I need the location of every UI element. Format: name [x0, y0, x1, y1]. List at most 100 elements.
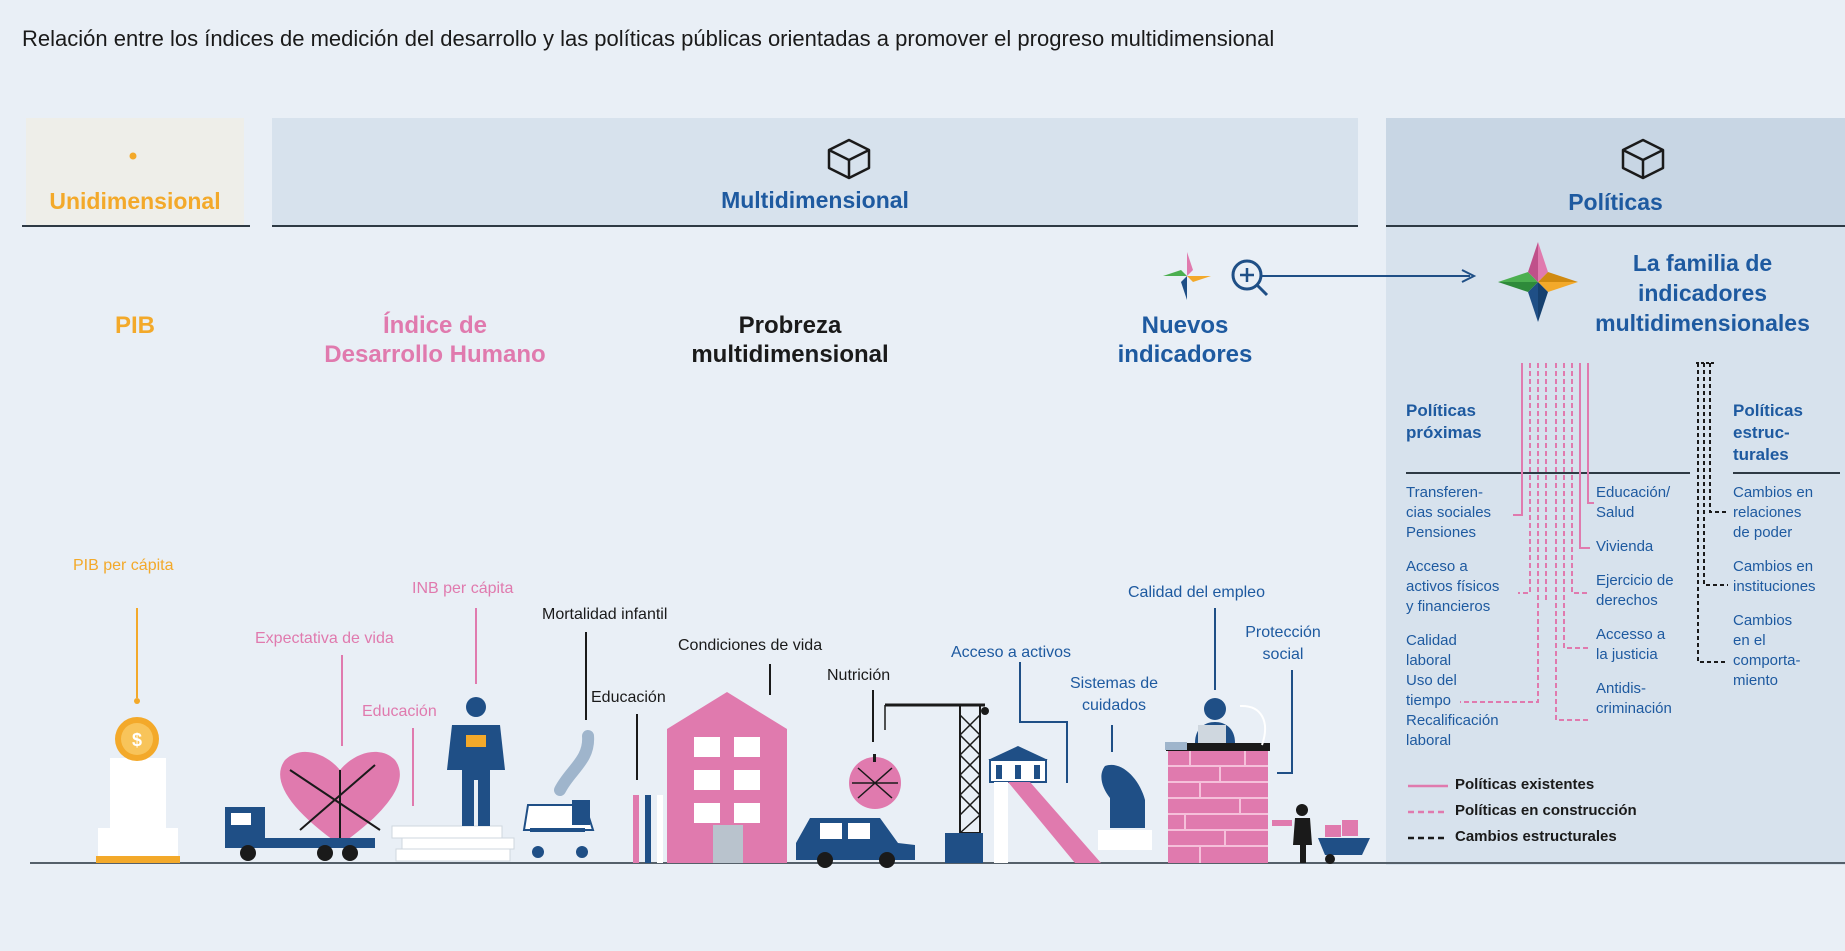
- category-nuevos-line1: Nuevos: [1141, 312, 1229, 339]
- band-rule: [272, 225, 1358, 227]
- hand-icon: [1098, 764, 1152, 850]
- policy-item: Acceso a: [1406, 558, 1468, 575]
- policy-item: Calidad: [1406, 632, 1457, 649]
- category-nuevos: Nuevos indicadores: [1070, 311, 1300, 369]
- familia-line1: La familia de: [1632, 250, 1773, 276]
- policy-item: miento: [1733, 672, 1779, 689]
- heading-proximas-line2: próximas: [1406, 423, 1482, 442]
- pillar-base: [98, 828, 178, 856]
- pointer-dot: [134, 698, 140, 704]
- brick-tower: [1168, 751, 1268, 863]
- label-proteccion-social-line2: social: [1262, 646, 1304, 663]
- worker-icon: [1165, 698, 1270, 751]
- heading-proximas-line1: Políticas: [1406, 401, 1476, 420]
- heading-politicas-proximas: Políticas próximas: [1406, 400, 1482, 444]
- policy-item: comporta-: [1733, 652, 1801, 669]
- stroller-icon: [522, 800, 595, 858]
- books-icon: [391, 825, 515, 862]
- category-pobreza: Probreza multidimensional: [640, 311, 940, 369]
- pillar-foot: [96, 856, 180, 863]
- pointer-line: [1277, 670, 1293, 774]
- category-nuevos-line2: indicadores: [1117, 341, 1253, 368]
- heading-estructurales-line3: turales: [1733, 445, 1789, 464]
- policy-item: criminación: [1596, 700, 1672, 717]
- pillar: [110, 758, 166, 828]
- policies-proximas-list: Transferen- cias sociales Pensiones Acce…: [1406, 483, 1524, 751]
- category-pobreza-line1: Probreza: [738, 312, 842, 339]
- heading-politicas-estructurales: Políticas estruc- turales: [1733, 400, 1803, 466]
- label-acceso-activos: Acceso a activos: [951, 644, 1072, 661]
- label-condiciones-vida: Condiciones de vida: [678, 637, 823, 654]
- pointer-line: [1019, 662, 1068, 783]
- policy-item: tiempo: [1406, 692, 1452, 709]
- crane-icon: [884, 703, 989, 863]
- house-icon: [667, 692, 787, 863]
- policy-item: Uso del: [1406, 672, 1457, 689]
- label-sistemas-cuidados: Sistemas de cuidados: [1044, 673, 1184, 717]
- policy-item: Cambios en: [1733, 484, 1814, 501]
- band-title-unidimensional: Unidimensional: [49, 188, 221, 214]
- wheelbarrow-icon: [1318, 820, 1370, 864]
- cube-icon: [1621, 138, 1665, 180]
- star-icon: [1163, 252, 1211, 300]
- policy-item: activos físicos: [1406, 578, 1500, 595]
- cube-icon: [827, 138, 871, 180]
- category-idh-line1: Índice de: [382, 312, 488, 339]
- policy-item: Antidis-: [1596, 680, 1647, 697]
- magnifier-icon: [1231, 259, 1269, 297]
- policy-item: Pensiones: [1406, 524, 1477, 541]
- policy-item: Educación/: [1596, 484, 1671, 501]
- label-mortalidad-infantil: Mortalidad infantil: [542, 606, 668, 623]
- band-multidimensional: [272, 118, 1358, 226]
- policy-item: Accesso a: [1596, 626, 1666, 643]
- truck-icon: [225, 807, 375, 861]
- band-unidimensional: [26, 118, 244, 226]
- policies-panel: [1386, 226, 1845, 865]
- estructurales-rule: [1733, 472, 1840, 474]
- heading-estructurales-line1: Políticas: [1733, 401, 1803, 420]
- policy-item: la justicia: [1596, 646, 1658, 663]
- star-icon: [1498, 242, 1578, 322]
- car-icon: [796, 818, 915, 868]
- policy-item: Vivienda: [1596, 538, 1654, 555]
- apple-icon: [849, 754, 901, 809]
- label-sistemas-cuidados-line2: cuidados: [1081, 697, 1147, 714]
- category-idh: Índice de Desarrollo Humano: [290, 311, 580, 369]
- label-proteccion-social: Protección social: [1228, 622, 1338, 666]
- legend-construccion: Políticas en construcción: [1455, 802, 1637, 819]
- familia-line3: multidimensionales: [1595, 310, 1810, 336]
- legend-estructurales: Cambios estructurales: [1455, 828, 1617, 845]
- label-pib-per-capita: PIB per cápita: [73, 557, 174, 574]
- policy-item: laboral: [1406, 732, 1452, 749]
- label-nutricion: Nutrición: [827, 667, 891, 684]
- bank-icon: [988, 746, 1048, 783]
- bottle: [554, 730, 595, 796]
- category-pib: PIB: [114, 312, 155, 339]
- pencils-icon: [633, 795, 663, 863]
- heart-icon: [280, 751, 400, 845]
- policy-item: cias sociales: [1406, 504, 1492, 521]
- category-idh-line2: Desarrollo Humano: [324, 341, 546, 368]
- familia-heading: La familia de indicadores multidimension…: [1580, 248, 1825, 338]
- builder-icon: [1272, 804, 1312, 863]
- legend-existentes: Políticas existentes: [1455, 776, 1595, 793]
- proximas-rule: [1406, 472, 1690, 474]
- label-proteccion-social-line1: Protección: [1245, 624, 1321, 641]
- policy-item: derechos: [1596, 592, 1658, 609]
- policy-item: de poder: [1733, 524, 1793, 541]
- figure-title: Relación entre los índices de medición d…: [22, 26, 1275, 51]
- label-educacion: Educación: [591, 689, 666, 706]
- policies-estructurales-list: Cambios en relaciones de poder Cambios e…: [1733, 483, 1843, 691]
- label-expectativa-vida: Expectativa de vida: [255, 630, 394, 647]
- policy-item: Salud: [1596, 504, 1635, 521]
- policy-item: en el: [1733, 632, 1766, 649]
- category-pobreza-line2: multidimensional: [691, 341, 889, 368]
- policies-middle-list: Educación/ Salud Vivienda Ejercicio de d…: [1596, 483, 1696, 719]
- policy-item: relaciones: [1733, 504, 1802, 521]
- band-politicas: [1386, 118, 1845, 226]
- label-educacion-idh: Educación: [362, 703, 437, 720]
- policy-item: y financieros: [1406, 598, 1491, 615]
- dot-icon: [129, 152, 137, 160]
- band-title-politicas: Políticas: [1568, 189, 1663, 215]
